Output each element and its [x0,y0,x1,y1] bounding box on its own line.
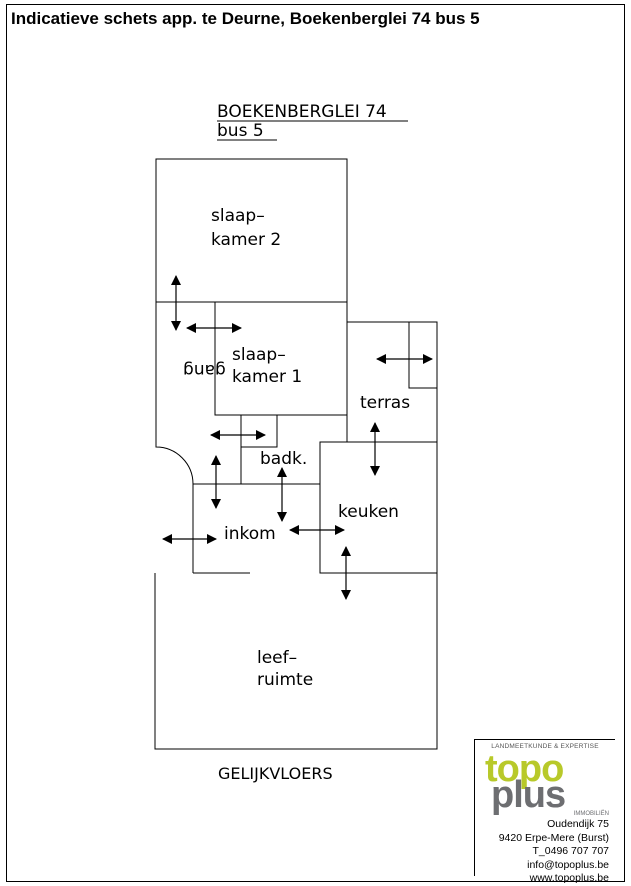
door-arrows [162,275,433,600]
label-keuken: keuken [338,502,399,522]
contact-city: 9420 Erpe-Mere (Burst) [498,831,609,844]
logo-subtitle: IMMOBILIËN [573,811,609,817]
floor-label: GELIJKVLOERS [218,764,333,783]
label-inkom: inkom [224,524,276,544]
address-line-1: BOEKENBERGLEI 74 [217,102,387,122]
terras-niche [408,322,437,389]
label-leefruimte-line1: leef– [257,648,297,668]
label-slaapkamer1-line2: kamer 1 [232,367,302,387]
address-line-2: bus 5 [217,121,264,141]
logo-word-plus: plus [491,774,566,816]
room-slaapkamer-1 [214,301,348,416]
wall-gang [155,302,194,573]
label-terras: terras [360,393,410,413]
label-leefruimte-line2: ruimte [257,670,313,690]
logo-word-topo: topo [485,748,564,790]
walls [154,158,438,750]
drawing-sheet [6,4,625,882]
contact-email[interactable]: info@topoplus.be [527,858,609,871]
wall-badk-notch [241,415,278,448]
label-slaapkamer2-line1: slaap– [211,206,265,226]
label-badk: badk. [260,449,307,469]
room-leefruimte [154,573,438,750]
logo-tagline: LANDMEETKUNDE & EXPERTISE [491,743,599,750]
company-logo-block: LANDMEETKUNDE & EXPERTISE topo plus IMMO… [474,739,615,884]
page-title: Indicatieve schets app. te Deurne, Boeke… [11,9,480,28]
contact-website[interactable]: www.topoplus.be [529,872,609,884]
contact-info: Oudendijk 75 9420 Erpe-Mere (Burst) T_04… [499,818,609,886]
contact-address: Oudendijk 75 [547,818,609,830]
label-slaapkamer2-line2: kamer 2 [211,230,281,250]
label-slaapkamer1-line1: slaap– [232,345,286,365]
label-gang: gang [183,360,226,380]
contact-phone: T_0496 707 707 [532,845,609,857]
room-terras [347,321,438,442]
